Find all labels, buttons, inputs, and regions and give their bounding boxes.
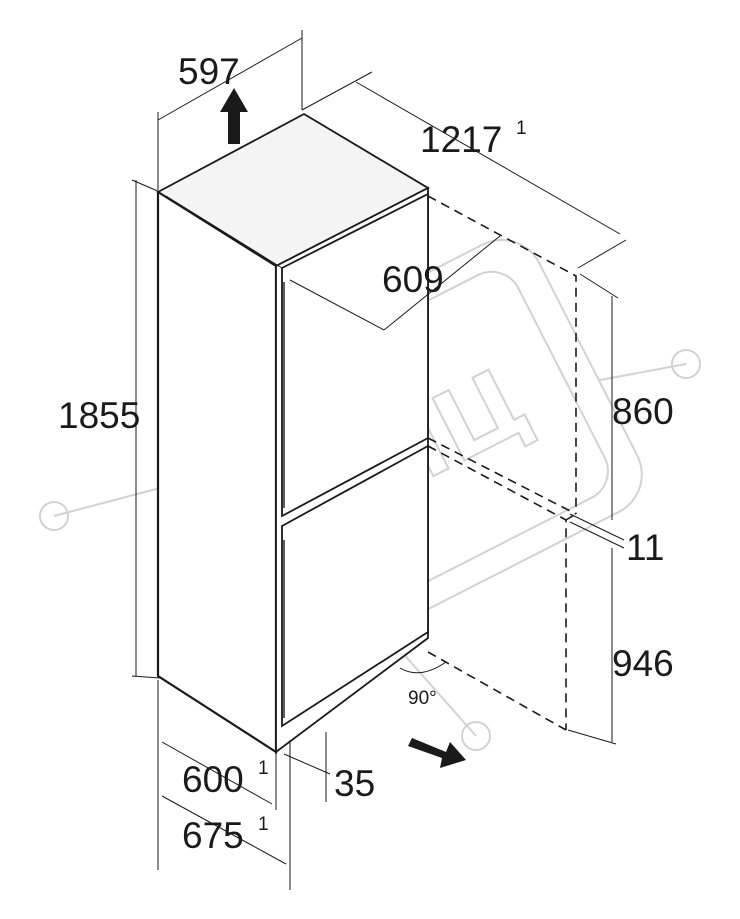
dim-plinth-ext [283, 753, 331, 775]
dim-door-depth-ext [289, 279, 385, 331]
arrow-right-icon [408, 738, 466, 768]
dim-depth-line [161, 741, 273, 805]
dim-lower-door-ext-bottom [567, 729, 617, 745]
watermark-dot-bottom [461, 721, 491, 751]
dim-door-depth-line [383, 235, 501, 331]
dim-depth-door-open-ext-right [577, 239, 627, 269]
dim-plinth-label: 35 [334, 763, 375, 804]
dim-depth-handle-note: 1 [258, 814, 269, 835]
dim-height-label: 1855 [58, 395, 140, 436]
upper-door [281, 192, 429, 518]
watermark-dot-right [671, 349, 701, 379]
fridge-side-face [156, 190, 278, 755]
door-angle-arc [399, 661, 447, 674]
dim-gap-ext-b [569, 521, 625, 549]
dim-depth-handle-line [161, 795, 287, 865]
arrow-up-icon [220, 88, 248, 144]
door-angle-label: 90° [408, 688, 437, 709]
lower-door-bottom-outline [427, 651, 567, 731]
dim-depth-note: 1 [258, 758, 269, 779]
door-open-outline [427, 195, 577, 731]
lower-door-swing-outline [427, 445, 567, 730]
dim-door-depth: 609 [289, 235, 501, 331]
dim-depth-door-open-note: 1 [516, 118, 527, 139]
dim-door-depth-label: 609 [382, 259, 444, 300]
dim-depth-door-open: 1217 1 [301, 71, 627, 269]
dim-width-label: 597 [178, 51, 240, 92]
dim-door-heights: 860 11 946 [567, 273, 674, 745]
watermark-dot-left [39, 501, 69, 531]
fridge-body [156, 112, 430, 755]
dim-depth-door-open-line [355, 81, 621, 235]
dim-gap-ext-a [569, 513, 625, 541]
arrow-right-shape [408, 738, 466, 768]
watermark-line-bottom [399, 649, 477, 737]
dim-depth-handle: 675 1 [161, 740, 291, 890]
dim-upper-door-label: 860 [612, 391, 674, 432]
door-angle: 90° [399, 661, 447, 709]
dim-height: 1855 [58, 179, 161, 679]
dim-depth: 600 1 [157, 680, 277, 870]
dim-width-line [157, 37, 303, 121]
dim-height-ext-bottom [131, 675, 161, 679]
dim-depth-handle-label: 675 [182, 815, 244, 856]
dim-plinth: 35 [283, 732, 375, 804]
upper-door-swing-outline [427, 195, 577, 514]
dim-lower-door-label: 946 [612, 643, 674, 684]
dim-gap-label: 11 [626, 527, 664, 568]
dim-depth-door-open-label: 1217 [420, 119, 502, 160]
door-gap-outline [565, 513, 577, 521]
upper-door-bottom-outline [427, 437, 577, 515]
dim-height-ext-top [131, 179, 161, 193]
dim-depth-door-open-ext-left [301, 71, 373, 111]
lower-door [281, 444, 429, 728]
dim-upper-door-ext-top [579, 273, 619, 299]
dim-depth-label: 600 [182, 759, 244, 800]
dim-width: 597 [157, 30, 303, 190]
arrow-up-shape [220, 88, 248, 144]
top-edge [165, 195, 283, 269]
